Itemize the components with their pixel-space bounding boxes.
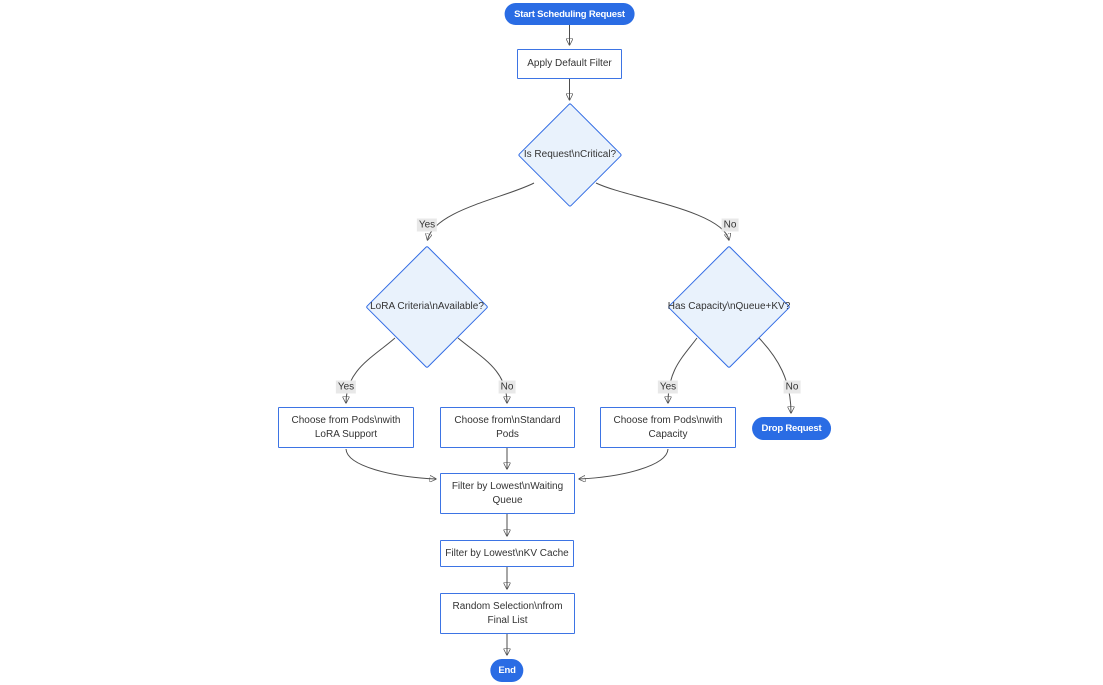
edge-lora-yes [346, 337, 396, 403]
edge-capacity-no [758, 337, 791, 413]
node-apply-default-filter: Apply Default Filter [517, 49, 622, 79]
node-has-capacity: Has Capacity\nQueue+KV? [667, 245, 791, 369]
edge-lorapods-to-filter [345, 448, 436, 479]
node-choose-standard-pods: Choose from\nStandard Pods [440, 407, 575, 448]
edge-label-lora-no: No [498, 380, 516, 394]
edge-label-capacity-no: No [783, 380, 801, 394]
edge-label-critical-yes: Yes [416, 218, 438, 232]
edge-capacitypods-to-filter [579, 448, 669, 479]
node-random-selection: Random Selection\nfrom Final List [440, 593, 575, 634]
node-label: Is Request\nCritical? [523, 149, 617, 161]
node-filter-waiting-queue: Filter by Lowest\nWaiting Queue [440, 473, 575, 514]
edge-capacity-yes [668, 337, 698, 403]
edge-lora-no [457, 337, 507, 403]
node-label: Has Capacity\nQueue+KV? [667, 301, 791, 313]
node-lora-criteria-available: LoRA Criteria\nAvailable? [365, 245, 489, 369]
node-is-request-critical: Is Request\nCritical? [517, 102, 623, 208]
edge-label-lora-yes: Yes [335, 380, 357, 394]
node-choose-lora-pods: Choose from Pods\nwith LoRA Support [278, 407, 414, 448]
edge-label-capacity-yes: Yes [657, 380, 679, 394]
node-filter-kv-cache: Filter by Lowest\nKV Cache [440, 540, 574, 567]
edge-label-critical-no: No [721, 218, 739, 232]
node-start: Start Scheduling Request [504, 3, 635, 25]
node-drop-request: Drop Request [751, 417, 832, 440]
node-choose-capacity-pods: Choose from Pods\nwith Capacity [600, 407, 736, 448]
node-end: End [490, 659, 524, 682]
node-label: LoRA Criteria\nAvailable? [370, 301, 484, 313]
